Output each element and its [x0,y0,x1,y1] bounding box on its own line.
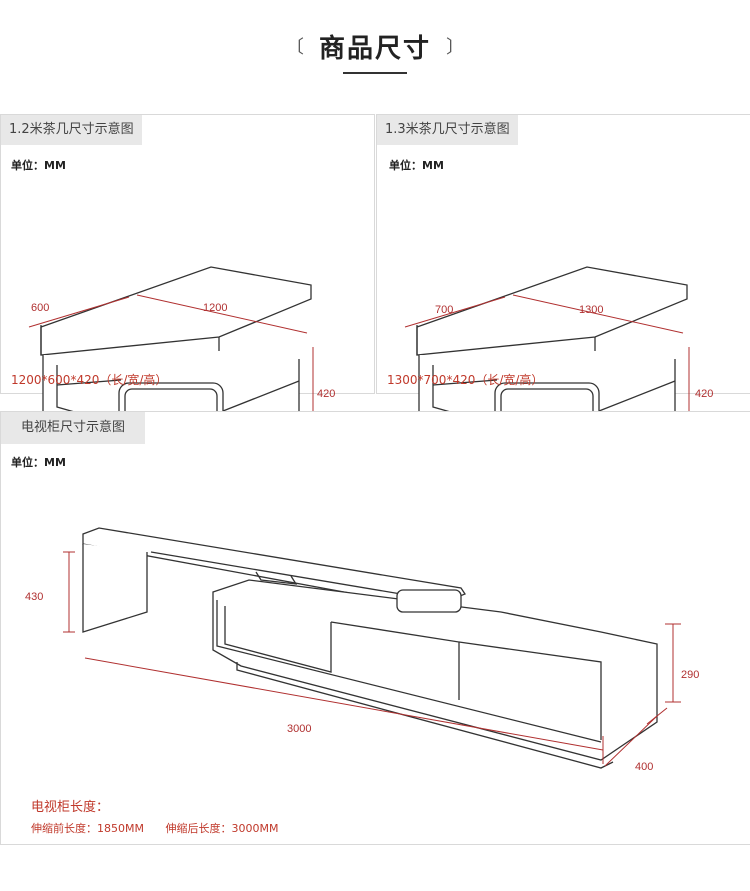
spec-text: 1200*600*420（长/宽/高） [11,373,168,387]
page-title: 商品尺寸 [318,34,431,64]
dim-height: 420 [317,388,335,400]
panel-coffee-table-1-2m: 1.2米茶几尺寸示意图 单位：MM 600 1200 420 1200*600*… [0,114,375,415]
dim-depth: 400 [635,761,653,773]
dim-height-cabinet: 290 [681,669,699,681]
spec-text: 1300*700*420（长/宽/高） [387,373,544,387]
tv-length-notes: 伸缩前长度：1850MM 伸缩后长度：3000MM [31,820,296,836]
bracket-right: 〕 [446,37,465,58]
panel-coffee-table-1-3m: 1.3米茶几尺寸示意图 单位：MM 700 1300 420 1300*700*… [376,114,750,415]
panel-tv-cabinet: 电视柜尺寸示意图 单位：MM 430 3 [0,411,750,845]
length-before: 伸缩前长度：1850MM [31,822,144,835]
bracket-left: 〔 [285,37,304,58]
tv-cabinet-diagram: 430 3000 290 400 [25,527,699,773]
panel-tab: 1.3米茶几尺寸示意图 [377,115,518,145]
panel-tab: 电视柜尺寸示意图 [1,412,146,444]
dim-length: 1200 [203,302,227,314]
panel-tab: 1.2米茶几尺寸示意图 [1,115,142,145]
section-header: 〔 商品尺寸 〕 [0,28,750,78]
dim-height: 420 [695,388,713,400]
unit-label: 单位：MM [11,456,66,469]
length-after: 伸缩后长度：3000MM [165,822,279,835]
dim-length: 3000 [287,723,311,735]
unit-label: 单位：MM [11,159,66,172]
tv-length-title: 电视柜长度： [31,800,110,815]
coffee-table-diagram: 700 1300 420 [404,266,713,415]
dim-depth: 700 [435,304,453,316]
dim-length: 1300 [579,304,603,316]
unit-label: 单位：MM [389,159,444,172]
dim-depth: 600 [31,302,49,314]
title-underline [343,72,407,74]
dim-height-top: 430 [25,591,43,603]
